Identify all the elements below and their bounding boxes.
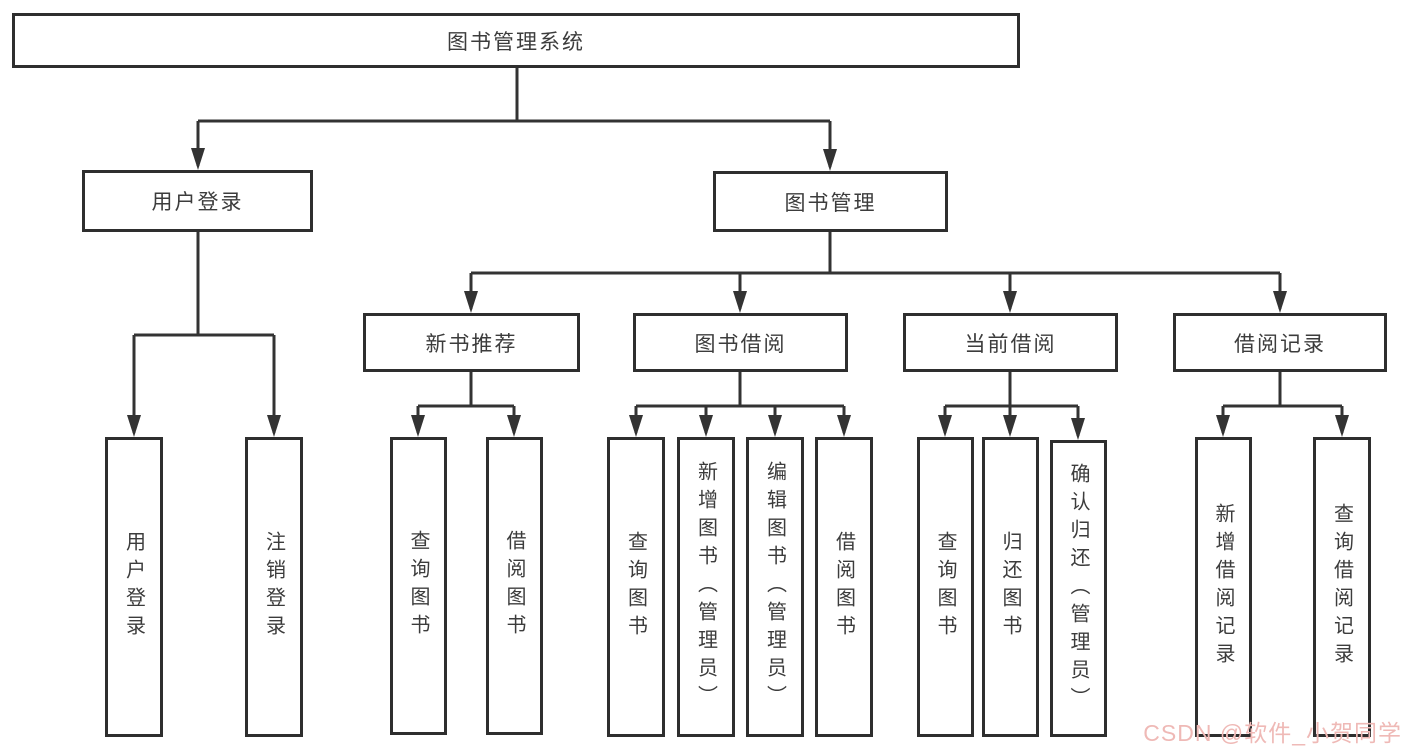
- arrowhead: [699, 415, 713, 437]
- leaf-logout-label: 注销登录: [262, 531, 285, 643]
- leaf-borrow-books-1: 借阅图书: [486, 437, 543, 735]
- leaf-query-books-3-label: 查询图书: [934, 531, 956, 643]
- leaf-query-books-3: 查询图书: [917, 437, 974, 737]
- node-borrow-records: 借阅记录: [1173, 313, 1387, 372]
- leaf-query-books-1-label: 查询图书: [407, 530, 429, 642]
- leaf-return-books-label: 归还图书: [999, 531, 1021, 643]
- arrowhead: [127, 415, 141, 437]
- leaf-return-books: 归还图书: [982, 437, 1039, 737]
- leaf-query-books-1: 查询图书: [390, 437, 447, 735]
- node-current-borrowing-label: 当前借阅: [964, 332, 1057, 356]
- arrowhead: [464, 291, 478, 313]
- arrowhead: [191, 148, 205, 170]
- node-new-book-recommend: 新书推荐: [363, 313, 580, 372]
- leaf-add-borrow-record-label: 新增借阅记录: [1212, 503, 1234, 671]
- leaf-user-login-label: 用户登录: [122, 531, 145, 643]
- leaf-user-login: 用户登录: [105, 437, 163, 737]
- node-new-book-recommend-label: 新书推荐: [425, 332, 518, 356]
- node-user-login-label: 用户登录: [151, 191, 244, 214]
- leaf-edit-books-admin-label: 编辑图书（管理员）: [763, 461, 786, 713]
- leaf-query-books-2-label: 查询图书: [624, 531, 647, 643]
- arrowhead: [507, 415, 521, 437]
- node-root: 图书管理系统: [12, 13, 1020, 68]
- arrowhead: [629, 415, 643, 437]
- arrowhead: [1273, 291, 1287, 313]
- arrowhead: [1003, 291, 1017, 313]
- arrowhead: [411, 415, 425, 437]
- arrowhead: [938, 415, 952, 437]
- arrowhead: [267, 415, 281, 437]
- node-borrow-records-label: 借阅记录: [1234, 332, 1326, 356]
- leaf-logout: 注销登录: [245, 437, 303, 737]
- arrowhead: [823, 149, 837, 171]
- node-user-login: 用户登录: [82, 170, 313, 232]
- arrowhead: [768, 415, 782, 437]
- node-book-management-label: 图书管理: [784, 191, 877, 215]
- arrowhead: [1003, 415, 1017, 437]
- leaf-add-borrow-record: 新增借阅记录: [1195, 437, 1252, 737]
- arrowhead: [1071, 418, 1085, 440]
- leaf-borrow-books-2: 借阅图书: [815, 437, 873, 737]
- leaf-borrow-books-2-label: 借阅图书: [832, 531, 855, 643]
- arrowhead: [837, 415, 851, 437]
- arrowhead: [1216, 415, 1230, 437]
- arrowhead: [1335, 415, 1349, 437]
- node-book-borrowing: 图书借阅: [633, 313, 848, 372]
- leaf-query-borrow-record: 查询借阅记录: [1313, 437, 1371, 737]
- leaf-confirm-return-admin: 确认归还（管理员）: [1050, 440, 1107, 737]
- leaf-edit-books-admin: 编辑图书（管理员）: [746, 437, 804, 737]
- leaf-query-books-2: 查询图书: [607, 437, 665, 737]
- leaf-borrow-books-1-label: 借阅图书: [503, 530, 525, 642]
- arrowhead: [733, 291, 747, 313]
- node-book-management: 图书管理: [713, 171, 948, 232]
- leaf-confirm-return-admin-label: 确认归还（管理员）: [1067, 462, 1089, 715]
- leaf-add-books-admin-label: 新增图书（管理员）: [694, 461, 717, 713]
- leaf-query-borrow-record-label: 查询借阅记录: [1330, 503, 1353, 671]
- csdn-watermark: CSDN @软件_小贺同学: [1143, 720, 1402, 746]
- node-current-borrowing: 当前借阅: [903, 313, 1118, 372]
- node-book-borrowing-label: 图书借阅: [694, 332, 787, 356]
- leaf-add-books-admin: 新增图书（管理员）: [677, 437, 735, 737]
- node-root-label: 图书管理系统: [447, 30, 585, 54]
